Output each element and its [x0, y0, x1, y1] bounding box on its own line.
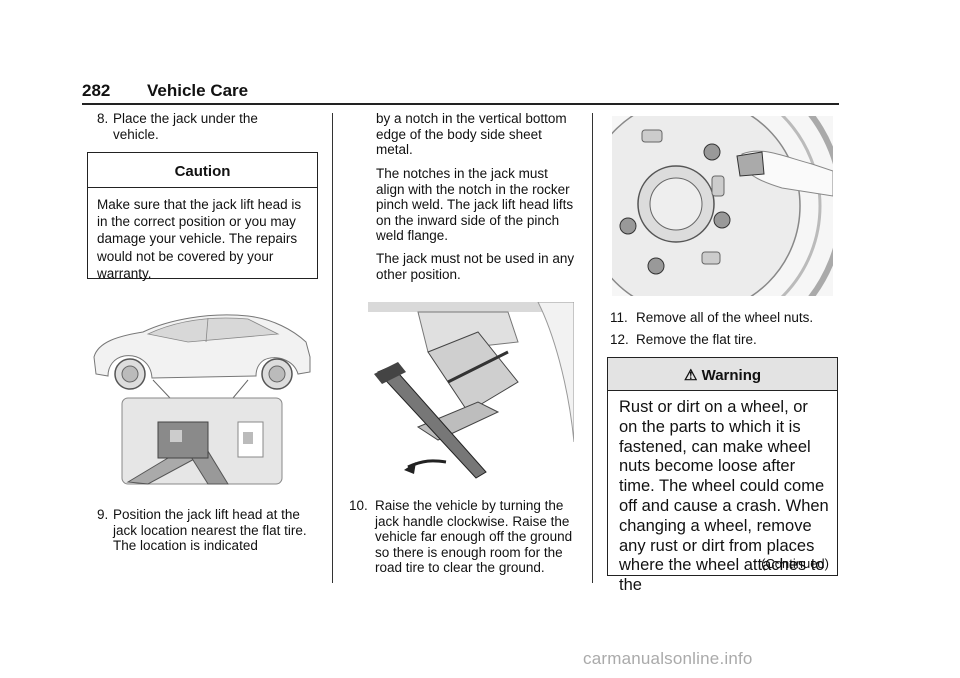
step-number: 12. [610, 332, 629, 347]
step-number: 8. [97, 111, 109, 126]
continued-label: (Continued) [761, 556, 829, 571]
step-number: 11. [610, 310, 628, 325]
watermark: carmanualsonline.info [583, 649, 753, 668]
step-text: Position the jack lift head at the jack … [113, 507, 307, 553]
warning-box: ⚠ Warning Rust or dirt on a wheel, or on… [607, 357, 838, 594]
caution-box: Caution Make sure that the jack lift hea… [87, 152, 318, 281]
step-8: 8. Place the jack under the vehicle. [97, 111, 297, 142]
jack-position-paragraph: The jack must not be used in any other p… [376, 251, 575, 282]
step-10: 10. Raise the vehicle by turning the jac… [349, 498, 581, 576]
header-rule [82, 103, 839, 105]
caution-title: Caution [88, 153, 317, 188]
warning-header: ⚠ Warning [608, 358, 837, 391]
step-number: 9. [97, 507, 109, 522]
step-number: 10. [349, 498, 368, 513]
warning-icon: ⚠ [683, 367, 698, 384]
section-title: Vehicle Care [147, 81, 249, 100]
column-divider-1 [332, 113, 333, 583]
step-text: Remove the flat tire. [636, 332, 757, 347]
step-text: Place the jack under the vehicle. [113, 111, 258, 142]
step-text: Raise the vehicle by turning the jack ha… [375, 498, 573, 575]
warning-title: Warning [701, 367, 762, 384]
jack-handle-figure [368, 302, 574, 479]
page-number: 282 [82, 81, 111, 100]
column-divider-2 [592, 113, 593, 583]
warning-text: Rust or dirt on a wheel, or on the parts… [619, 398, 829, 595]
step-11: 11. Remove all of the wheel nuts. [610, 310, 838, 326]
jack-location-figure [93, 314, 311, 485]
step-9-continued: by a notch in the vertical bottom edge o… [376, 111, 567, 157]
step-12: 12. Remove the flat tire. [610, 332, 838, 348]
wheel-nut-figure [612, 116, 833, 296]
caution-text: Make sure that the jack lift head is in … [97, 197, 302, 281]
step-9: 9. Position the jack lift head at the ja… [97, 507, 323, 554]
step-text: Remove all of the wheel nuts. [636, 310, 814, 325]
jack-notch-paragraph: The notches in the jack must align with … [376, 166, 574, 243]
